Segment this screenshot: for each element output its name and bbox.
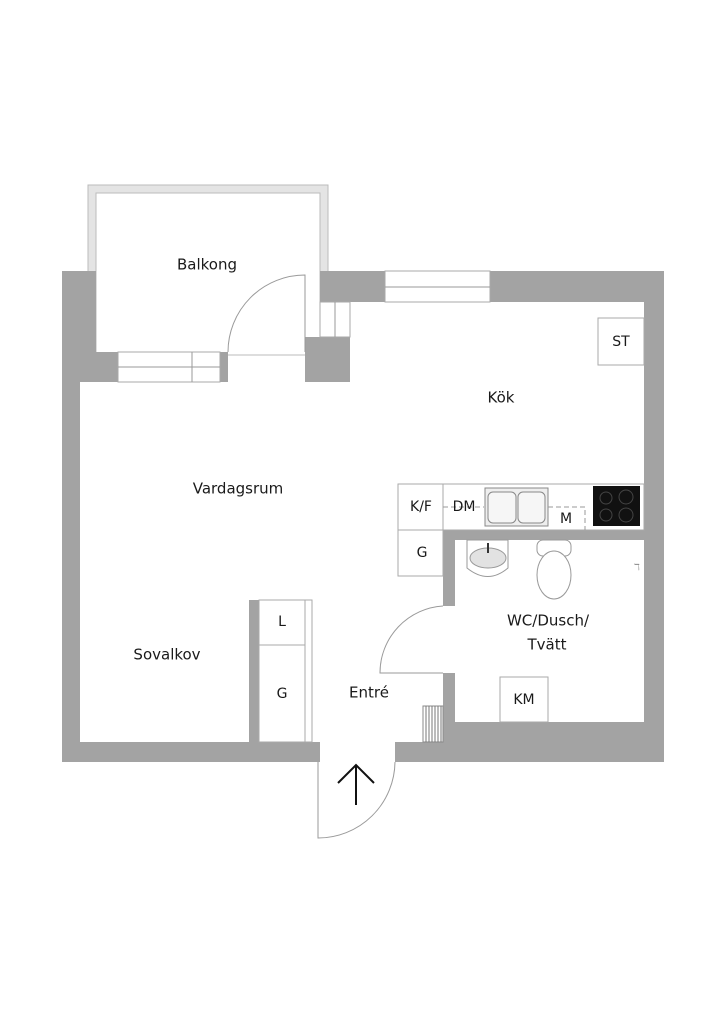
st-box [597,317,645,366]
l-closet-box [258,599,306,646]
g-kitchen-box [397,529,444,577]
room-label-living: Vardagsrum [193,480,284,498]
balcony [87,184,329,356]
label-l-closet: L [278,614,286,630]
room-label-bath-2: Tvätt [527,636,567,654]
room-label-kitchen: Kök [488,389,515,407]
bathroom-door[interactable] [379,605,444,674]
room-label-balcony: Balkong [177,256,237,274]
toilet-icon [536,539,572,600]
stove-icon [593,486,640,526]
g-closet-box [258,644,306,743]
label-st: ST [612,334,630,350]
label-g-kitchen: G [417,545,428,561]
km-box [499,676,549,723]
label-g-closet: G [277,686,288,702]
entrance-arrow-icon [337,763,375,805]
washbasin-icon [466,539,509,577]
room-label-bath-1: WC/Dusch/ [507,612,590,630]
walls [62,271,664,762]
room-label-alcove: Sovalkov [133,646,200,664]
label-kf: K/F [410,499,432,515]
room-label-entry: Entré [349,684,389,702]
label-km: KM [513,692,534,708]
sink-icon [484,487,549,527]
label-m: M [560,511,572,527]
shower-tap-icon: ℸ [634,563,640,573]
entrance-door[interactable] [317,761,396,839]
balcony-door[interactable] [227,274,306,353]
radiator [422,705,444,743]
label-dm: DM [453,499,476,515]
windows [117,270,491,743]
